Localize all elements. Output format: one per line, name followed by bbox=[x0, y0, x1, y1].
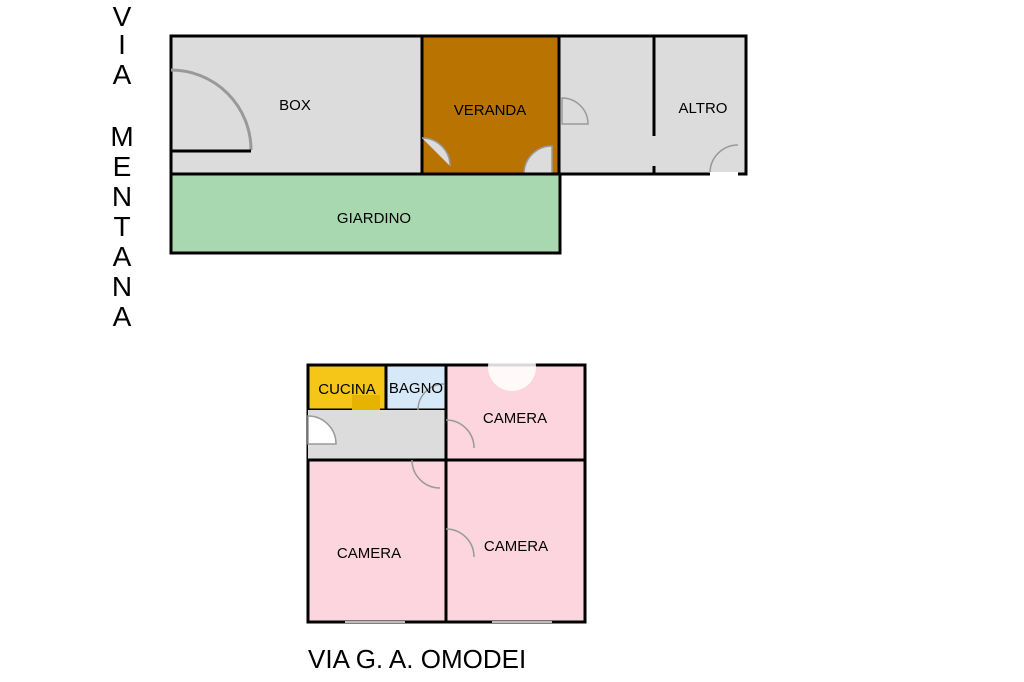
street-via-omodei: VIA G. A. OMODEI bbox=[308, 644, 526, 674]
door-swing bbox=[561, 97, 589, 125]
street-letter: M bbox=[110, 121, 133, 152]
label-veranda: VERANDA bbox=[454, 102, 527, 119]
door-swing bbox=[445, 419, 475, 449]
street-letter: A bbox=[113, 59, 132, 90]
street-letter: E bbox=[113, 151, 132, 182]
street-letter: N bbox=[112, 181, 132, 212]
door-swing bbox=[421, 137, 451, 167]
street-letter: I bbox=[118, 29, 126, 60]
label-camera-bottom-left: CAMERA bbox=[337, 545, 401, 562]
door-swing bbox=[170, 68, 253, 151]
room-altro bbox=[652, 34, 748, 176]
label-cucina: CUCINA bbox=[318, 381, 376, 398]
label-box: BOX bbox=[279, 97, 311, 114]
door-opening bbox=[352, 395, 380, 411]
street-via-mentana: V I A M E N T A N A bbox=[110, 1, 133, 332]
door-swing bbox=[307, 415, 337, 445]
door-swing bbox=[709, 144, 739, 174]
door-swing bbox=[417, 383, 445, 411]
label-camera-top-right: CAMERA bbox=[483, 410, 547, 427]
room-giardino bbox=[169, 172, 562, 255]
street-letter: T bbox=[113, 211, 130, 242]
door-swing bbox=[445, 528, 475, 558]
door-swing bbox=[411, 459, 441, 489]
label-giardino: GIARDINO bbox=[337, 210, 411, 227]
label-altro: ALTRO bbox=[679, 100, 728, 117]
label-camera-bottom-right: CAMERA bbox=[484, 538, 548, 555]
street-letter: A bbox=[113, 241, 132, 272]
fixture bbox=[488, 343, 536, 391]
room-bagno bbox=[384, 363, 448, 412]
label-bagno: BAGNO bbox=[389, 380, 443, 397]
street-letter: N bbox=[112, 271, 132, 302]
street-letter: V bbox=[113, 1, 132, 32]
street-letter: A bbox=[113, 301, 132, 332]
